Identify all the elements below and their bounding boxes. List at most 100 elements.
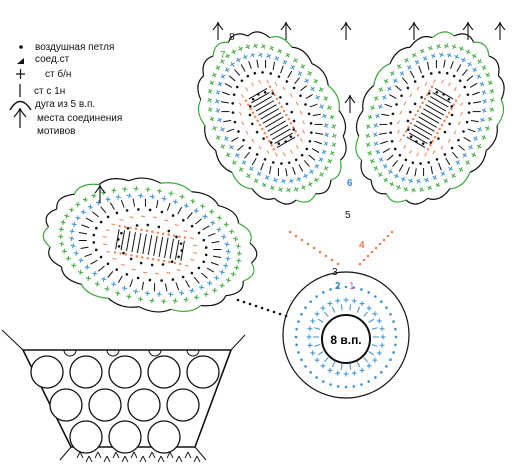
chain-stitch: [269, 72, 273, 75]
sc-stitch: [481, 89, 487, 95]
center-dot: [430, 85, 434, 88]
center-dot: [292, 126, 295, 129]
stitch: [299, 110, 303, 115]
stitch: [440, 145, 444, 150]
center-stitch: [413, 124, 433, 136]
dc-stitch: [132, 198, 136, 207]
legend-label-join: места соединения: [37, 113, 122, 124]
sc-stitch: [172, 298, 178, 304]
sc-stitch: [448, 166, 454, 172]
sc-stitch: [451, 44, 457, 50]
sc-stitch: [373, 123, 379, 128]
dc-stitch: [240, 64, 246, 72]
stitch: [174, 224, 179, 226]
stitch: [184, 264, 189, 267]
sc-stitch: [382, 163, 388, 169]
chain-stitch: [202, 260, 205, 264]
dc-stitch: [379, 123, 388, 125]
center-dot: [452, 103, 455, 106]
sc-stitch: [115, 194, 121, 200]
center-dot: [433, 135, 437, 139]
motif-circle: [108, 420, 142, 454]
center-dot: [419, 105, 422, 109]
sc-stitch: [446, 52, 452, 58]
sc-stitch: [225, 256, 231, 262]
sc-stitch: [476, 144, 482, 149]
dc-stitch: [409, 70, 415, 79]
ring-chain: [394, 335, 398, 339]
sc-stitch: [322, 113, 327, 119]
sc-stitch: [168, 190, 174, 197]
dc-stitch: [414, 168, 417, 177]
dc-stitch: [314, 132, 324, 135]
edge-arc: [56, 193, 75, 209]
center-stitch: [253, 96, 272, 108]
chain-stitch: [231, 111, 235, 114]
dc-stitch: [285, 168, 288, 177]
ring-chain: [394, 327, 397, 331]
link-stitch: [272, 310, 276, 314]
sc-stitch: [323, 96, 329, 101]
center-dot: [431, 139, 434, 143]
dc-stitch: [175, 282, 180, 291]
sc-stitch: [372, 132, 378, 138]
edge-arc: [340, 135, 347, 161]
ring-sc: [307, 326, 313, 332]
center-dot: [172, 234, 176, 237]
center-stitch: [427, 100, 447, 112]
edge-arc: [42, 226, 51, 248]
dc-stitch: [466, 75, 474, 82]
chain-stitch: [106, 262, 110, 266]
edge-arc: [197, 75, 204, 101]
sc-stitch: [84, 264, 90, 270]
sc-stitch: [479, 81, 485, 87]
motif-circle: [69, 420, 103, 454]
edge-arc: [247, 31, 271, 39]
sc-stitch: [400, 176, 406, 182]
sc-stitch: [133, 288, 139, 294]
link-stitch: [254, 304, 258, 308]
sc-stitch: [377, 172, 383, 178]
dc-stitch: [213, 255, 222, 259]
chain-stitch: [171, 278, 175, 281]
sc-stitch: [216, 215, 223, 221]
center-stitch: [255, 100, 275, 112]
sc-stitch: [404, 57, 409, 63]
center-dot: [272, 148, 276, 151]
stitch: [274, 81, 278, 86]
sc-stitch: [331, 124, 337, 129]
sc-stitch: [439, 52, 444, 58]
chain-stitch: [466, 93, 470, 96]
sc-stitch: [225, 53, 231, 59]
stitch: [111, 223, 116, 226]
edge-arc: [355, 110, 364, 137]
row-number-4: 4: [359, 240, 365, 251]
chain-stitch: [305, 147, 309, 151]
sc-stitch: [462, 152, 468, 158]
dc-stitch: [107, 271, 114, 278]
ring-tick: [331, 306, 336, 313]
sc-stitch: [221, 234, 227, 240]
ring-stitches: [294, 285, 398, 389]
sc-stitch: [281, 178, 286, 184]
ring-tick: [363, 357, 368, 363]
sc-stitch: [269, 45, 275, 51]
center-stitch: [430, 96, 449, 108]
dc-stitch: [381, 113, 390, 117]
sc-stitch: [214, 98, 220, 104]
sc-stitch: [367, 150, 373, 156]
fringe-tick: [157, 455, 165, 463]
edge-arc: [60, 266, 82, 286]
sc-stitch: [378, 104, 383, 110]
sc-stitch: [430, 53, 436, 59]
chain-stitch: [393, 147, 397, 151]
stitch: [241, 121, 245, 126]
ring-chain: [385, 306, 388, 309]
dc-stitch: [265, 59, 267, 68]
sc-stitch: [329, 150, 335, 156]
sc-stitch: [432, 175, 438, 180]
sc-stitch: [323, 123, 329, 128]
chain-stitch: [277, 142, 281, 145]
edge-arc: [370, 179, 387, 195]
ring-chain: [322, 380, 325, 383]
